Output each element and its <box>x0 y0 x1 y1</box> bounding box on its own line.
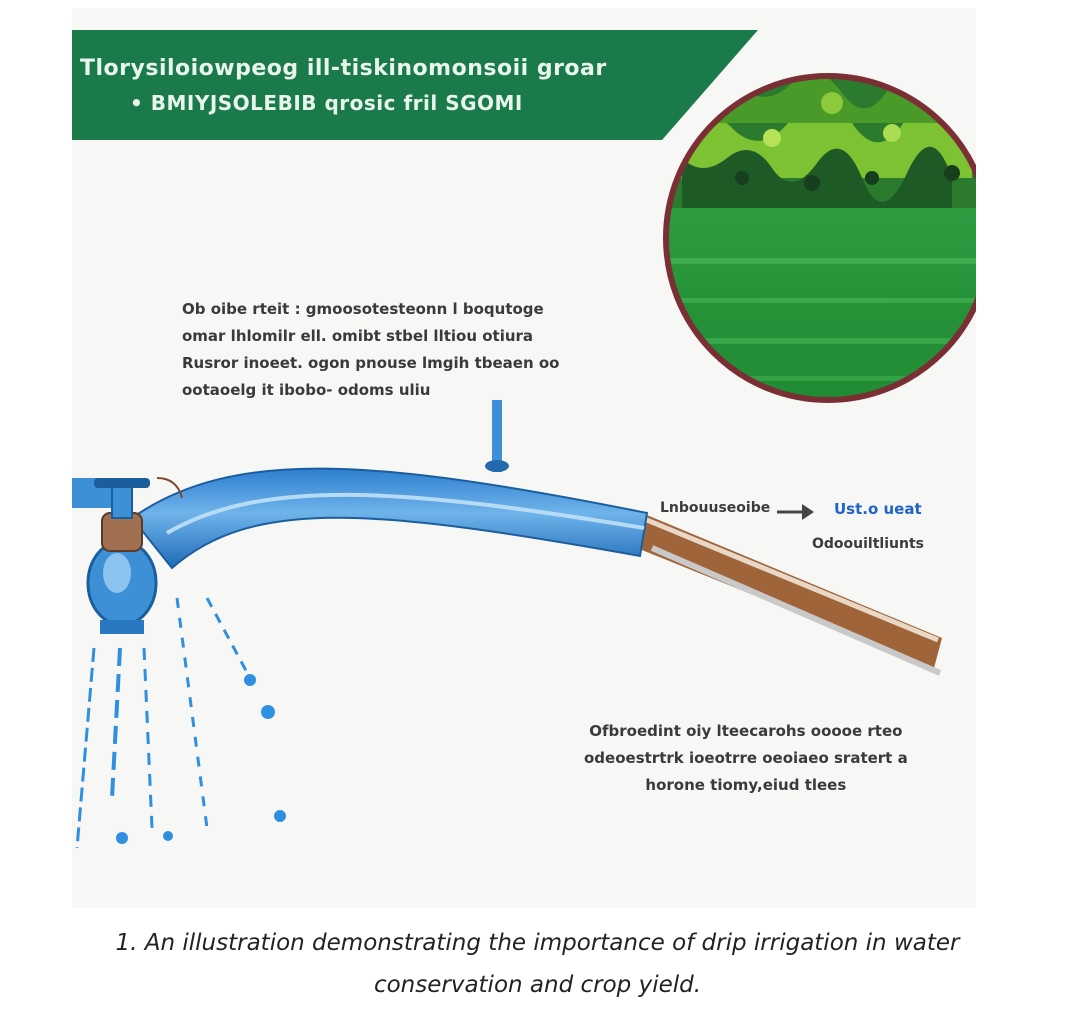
title-banner <box>72 30 758 140</box>
top-description: Ob oibe rteit : gmoosotesteonn l boqutog… <box>182 296 559 404</box>
top-description-line: ootaoelg it ibobo- odoms uliu <box>182 381 431 399</box>
pipe-riser <box>492 400 502 472</box>
callout-highlight: Ust.o ueat <box>834 500 922 518</box>
main-pipe <box>130 467 649 570</box>
bottom-description-line: odeoestrtrk ioeotrre oeoiaeo sratert a <box>584 749 908 767</box>
water-drops <box>75 597 286 849</box>
brown-pipe <box>637 513 942 668</box>
top-description-line: omar lhlomilr ell. omibt stbel lltiou ot… <box>182 327 534 345</box>
bottom-description-line: Ofbroedint oiy lteecarohs ooooe rteo <box>589 722 903 740</box>
top-description-line: Ob oibe rteit : gmoosotesteonn l boqutog… <box>182 300 544 318</box>
callout-sublabel: Odoouiltliunts <box>812 536 924 552</box>
crop-field-circle <box>666 76 976 400</box>
illustration-graphic <box>72 30 976 849</box>
banner-line-1: Tlorysiloiowpeog ill-tiskinomonsoii groa… <box>80 56 607 81</box>
bottom-description: Ofbroedint oiy lteecarohs ooooe rteo ode… <box>584 718 908 799</box>
banner-line-2: • BMIYJSOLEBIB qrosic fril SGOMI <box>130 91 523 115</box>
circle-rim <box>663 73 976 403</box>
banner-title: Tlorysiloiowpeog ill-tiskinomonsoii groa… <box>80 52 720 120</box>
top-description-line: Rusror inoeet. ogon pnouse lmgih tbeaen … <box>182 354 560 372</box>
bottom-description-line: horone tiomy,eiud tlees <box>645 776 847 794</box>
faucet-icon <box>86 477 183 634</box>
caption-line-2: conservation and crop yield. <box>373 972 702 998</box>
caption-line-1: 1. An illustration demonstrating the imp… <box>115 930 960 956</box>
irrigation-illustration: Tlorysiloiowpeog ill-tiskinomonsoii groa… <box>72 8 976 908</box>
figure-caption: 1. An illustration demonstrating the imp… <box>0 922 1075 1006</box>
callout-label: Lnbouuseoibe <box>660 500 771 516</box>
